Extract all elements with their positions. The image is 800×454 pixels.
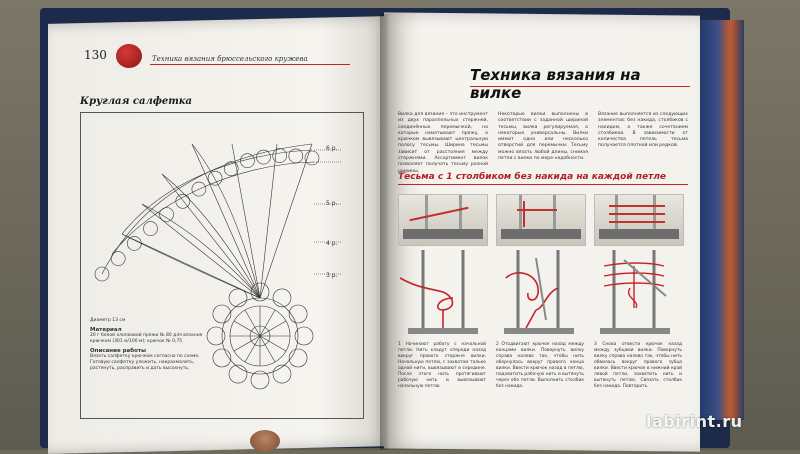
work-text: Вязать салфетку крючком согласно по схем… xyxy=(90,354,200,371)
work-heading: Описание работы xyxy=(90,348,147,354)
doily-chart-frame xyxy=(80,112,364,419)
book-cover-edge xyxy=(700,20,744,420)
text-column-1: Вилка для вязания – это инструмент из дв… xyxy=(398,112,488,174)
row-label-3: 3 р. xyxy=(326,272,338,279)
book-gutter xyxy=(380,14,390,450)
material-text: 20 г белой хлопковой пряжи № 80 для вяза… xyxy=(90,333,203,344)
red-thumbtack-icon xyxy=(116,44,142,68)
doily-diameter: Диаметр 13 см xyxy=(90,318,126,323)
running-header: Техника вязания брюссельского кружева xyxy=(152,55,308,63)
row-label-6: 6 р. xyxy=(326,145,338,152)
material-heading: Материал xyxy=(90,327,122,333)
row-label-5: 5 р. xyxy=(326,200,338,207)
doily-title: Круглая салфетка xyxy=(80,96,193,107)
right-page-title: Техника вязания на вилке xyxy=(470,66,641,102)
step-diagram-1 xyxy=(399,250,478,334)
doily-notes: Диаметр 13 см Материал 20 г белой хлопко… xyxy=(90,318,210,372)
finger-holding-page xyxy=(250,430,280,452)
watermark-logo: labirint.ru xyxy=(646,412,743,431)
step-diagram-3 xyxy=(600,250,670,334)
title-rule xyxy=(470,86,690,87)
page-number: 130 xyxy=(84,48,107,62)
step-caption-2: 2 Отодвигают крючок назад между концами … xyxy=(496,342,584,389)
step-caption-1: 1 Начинают работу с начальной петли. Нит… xyxy=(398,342,486,389)
section-subtitle: Тесьма с 1 столбиком без накида на каждо… xyxy=(398,172,667,182)
text-column-2: Некоторые вилки выполнены в соответствии… xyxy=(498,112,588,162)
step-caption-3: 3 Снова отвести крючок назад между зубца… xyxy=(594,342,682,389)
doily-crochet-chart xyxy=(94,143,342,390)
row-label-4: 4 р. xyxy=(326,240,338,247)
text-column-3: Вязание выполняется из следующих элемент… xyxy=(598,112,688,149)
header-rule xyxy=(150,64,350,65)
step-photo-2 xyxy=(496,194,586,246)
subtitle-rule xyxy=(398,184,688,185)
step-photo-3 xyxy=(594,194,684,246)
step-diagram-2 xyxy=(504,250,574,334)
step-photo-1 xyxy=(398,194,488,246)
